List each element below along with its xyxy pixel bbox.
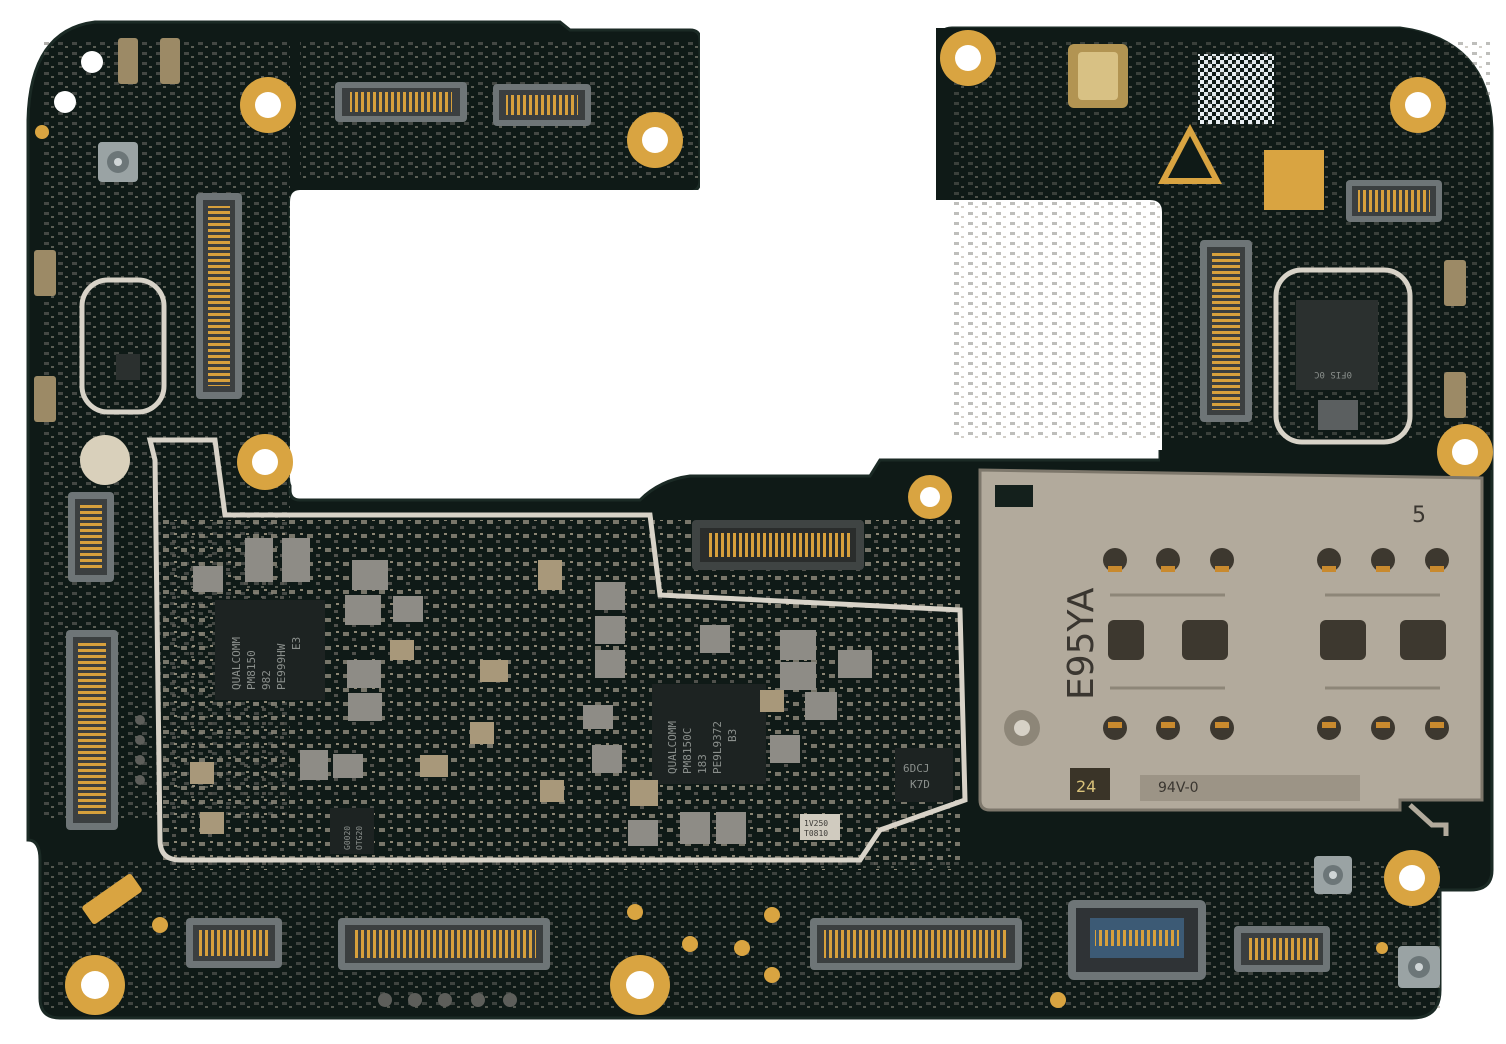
sim-tray-code: E95YA — [1061, 587, 1102, 700]
ic-right-text: 0FIS 0C — [1314, 369, 1352, 379]
chip-1v250: 1V250 T0810 — [800, 814, 840, 840]
ic-right-small — [1318, 400, 1358, 430]
b2b-connector-bottom-3 — [810, 918, 1022, 970]
gold-pad-square — [1264, 150, 1324, 210]
pmic-center-line5: B3 — [726, 729, 739, 742]
datamatrix-label — [1198, 54, 1274, 124]
top-gap — [700, 22, 936, 190]
sim-tray-small: 24 — [1076, 777, 1096, 796]
b2b-connector-center — [692, 520, 864, 570]
b2b-connector-left-lower — [66, 630, 118, 830]
pmic-center-line4: PE9L9372 — [711, 721, 724, 774]
bottom-round-pads — [135, 715, 517, 1007]
pmic-left-line1: QUALCOMM — [230, 637, 243, 690]
chip-6dcj-line2: K7D — [910, 778, 930, 791]
ic-right — [1296, 300, 1378, 390]
sim-tray: E95YA 5 24 94V-0 — [978, 468, 1484, 836]
b2b-connector-bottom-4 — [1068, 900, 1206, 980]
b2b-connector-right-vertical — [1200, 240, 1252, 422]
ic-left-small — [116, 354, 140, 380]
pmic-center-line3: 183 — [696, 754, 709, 774]
b2b-connector-right-small — [1346, 180, 1442, 222]
pmic-left-line2: PM8150 — [245, 650, 258, 690]
b2b-connector-bottom-2 — [338, 918, 550, 970]
sim-tray-number: 5 — [1412, 503, 1426, 528]
b2b-connector-left-small — [68, 492, 114, 582]
pmic-left-line4: PE999HW — [275, 643, 288, 690]
pmic-center: QUALCOMM PM8150C 183 PE9L9372 B3 — [652, 684, 766, 784]
chip-6dcj: 6DCJ K7D — [895, 748, 953, 802]
b2b-connector-top-2 — [493, 84, 591, 126]
round-pad — [80, 435, 130, 485]
spring-contacts — [34, 38, 1466, 925]
esd-warning — [1158, 124, 1222, 184]
pmic-left: QUALCOMM PM8150 982 PE999HW E3 — [215, 600, 325, 700]
board-cutout — [290, 180, 1162, 490]
coax-connectors — [98, 142, 1440, 988]
chip-small-left-line2: OTG20 — [355, 826, 364, 850]
test-pads — [35, 125, 1388, 1008]
b2b-connector-bottom-5 — [1234, 926, 1330, 972]
chip-6dcj-line1: 6DCJ — [903, 762, 930, 775]
passives-large — [193, 538, 872, 846]
b2b-connector-bottom-1 — [186, 918, 282, 968]
pmic-center-line1: QUALCOMM — [666, 721, 679, 774]
chip-1v250-line2: T0810 — [804, 829, 828, 838]
b2b-connector-top-1 — [335, 82, 467, 122]
pmic-center-line2: PM8150C — [681, 728, 694, 774]
rf-shields — [79, 267, 1413, 863]
mounting-holes — [54, 30, 1493, 1015]
pmic-left-line5: E3 — [290, 637, 303, 650]
passives-beige — [190, 560, 784, 834]
chip-small-left: G0020 OTG20 — [330, 808, 374, 854]
b2b-connector-left-vertical — [196, 193, 242, 399]
sim-tray-small2: 94V-0 — [1158, 780, 1199, 796]
chip-1v250-line1: 1V250 — [804, 819, 828, 828]
microphone — [1068, 44, 1128, 108]
chip-small-left-line1: G0020 — [343, 826, 352, 850]
pmic-left-line3: 982 — [260, 670, 273, 690]
